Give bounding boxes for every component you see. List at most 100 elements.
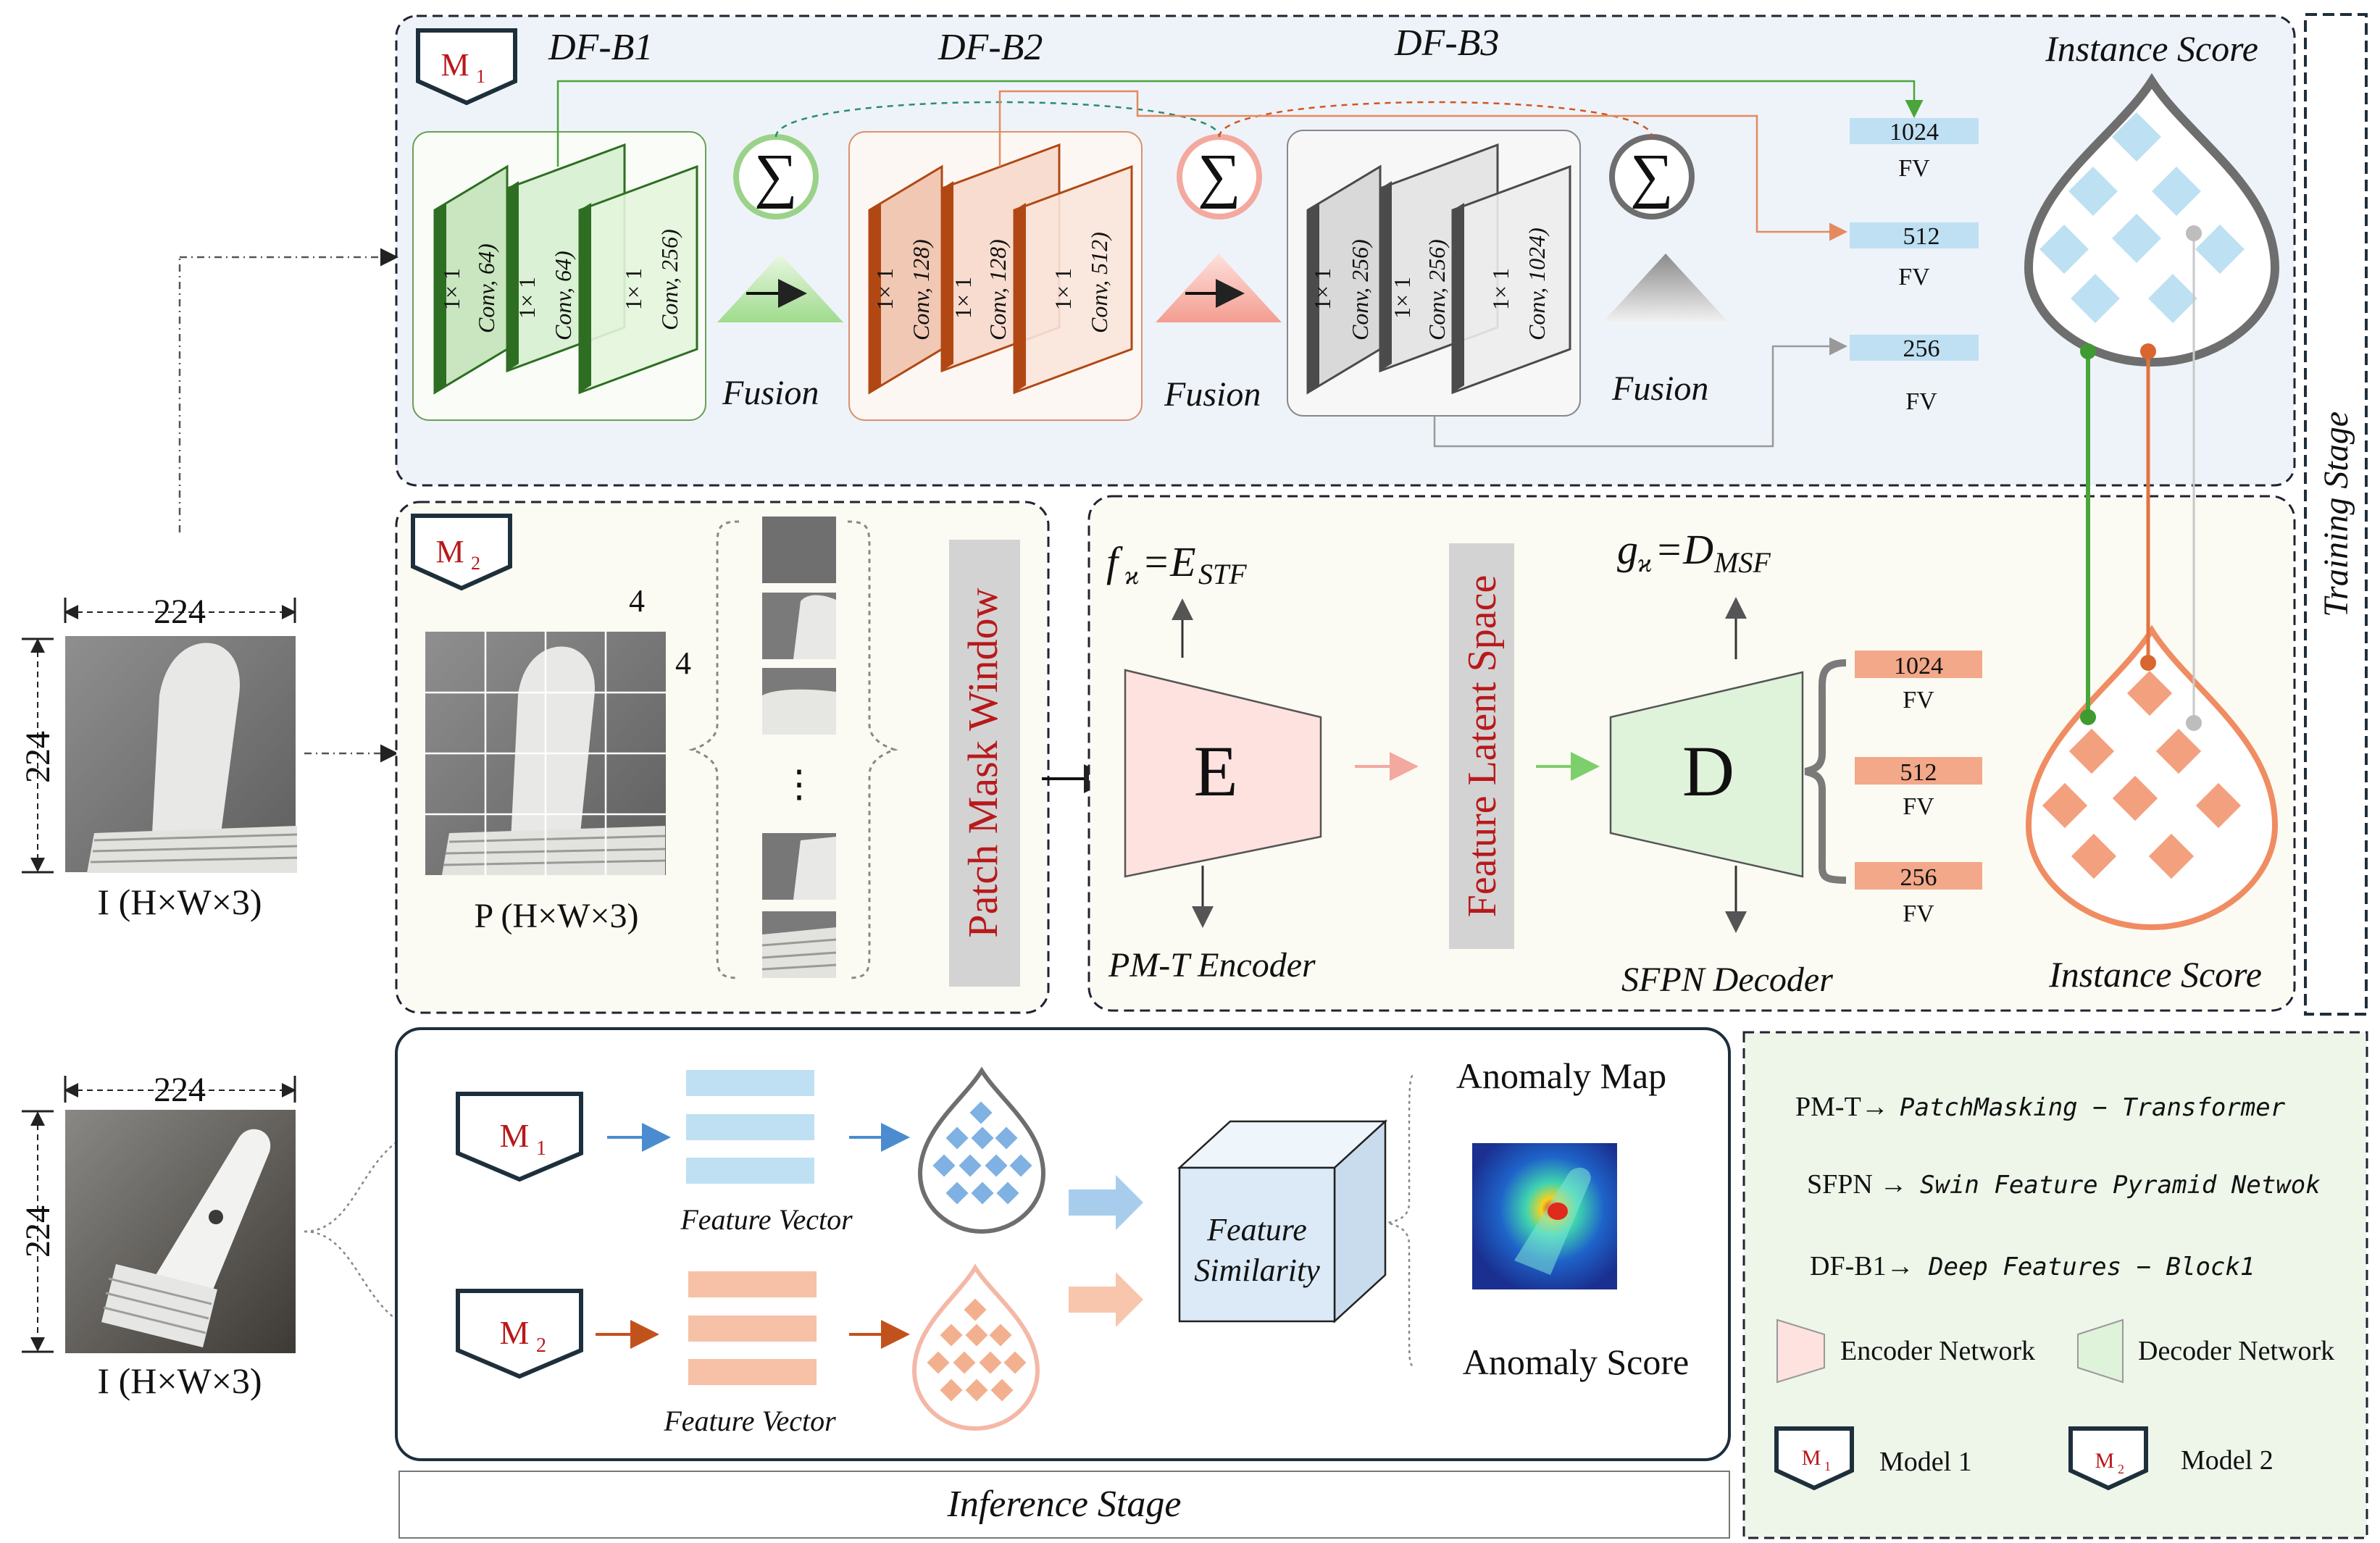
inference-m1-subscript: 1 — [536, 1137, 546, 1160]
conv-layer-b3-1: 1× 1 Conv, 256) — [1306, 164, 1382, 395]
m2-fv-512: 512 FV — [1855, 757, 1982, 820]
inference-drop-blue — [917, 1066, 1046, 1234]
blade-image-2 — [65, 1110, 296, 1353]
legend-dfb1-text: Deep Features − Block1 — [1928, 1253, 2255, 1281]
m1-fv-1024: 1024 FV — [1850, 118, 1979, 182]
inference-stage-bar: Inference Stage — [398, 1471, 1730, 1539]
m2-badge: M 2 — [411, 514, 512, 591]
input-image-label: I (H×W×3) — [97, 882, 262, 922]
inference-m2-badge: M 2 — [456, 1289, 583, 1379]
sum-node-2: ∑ — [1177, 134, 1262, 219]
m2-badge-letter: M — [435, 534, 464, 569]
conv-b2-3-size: 1× 1 — [1050, 268, 1076, 310]
inference-m1-badge: M 1 — [456, 1092, 583, 1182]
m2-fv-512-value: 512 — [1900, 759, 1937, 786]
inference-panel: M 1 M 2 Feature Vector Feature Vector — [395, 1027, 1731, 1461]
m1-fv-512-label: FV — [1898, 264, 1930, 290]
m1-badge-subscript: 1 — [476, 66, 485, 87]
blade-image-1 — [65, 636, 298, 873]
m1-fv-256: 256 FV — [1850, 335, 1979, 415]
sum-symbol-2: ∑ — [1198, 142, 1241, 209]
decoder-name: SFPN Decoder — [1621, 961, 1833, 999]
legend-model1-badge: M 1 — [1774, 1426, 1854, 1491]
decoder-fn-sub: ϰ — [1637, 548, 1652, 577]
m1-fv-256-value: 256 — [1903, 335, 1940, 362]
legend-dfb1-prefix: DF-B1→ — [1810, 1251, 1914, 1281]
sum-symbol-1: ∑ — [754, 142, 798, 209]
inference-fv-blue — [686, 1070, 814, 1184]
conv-b2-2-size: 1× 1 — [950, 277, 976, 319]
conv-layer-b2-3: 1× 1 Conv, 512) — [1013, 164, 1133, 395]
salmon-block-arrow — [1069, 1272, 1143, 1327]
input-width-label: 224 — [154, 593, 206, 631]
encoder-decoder-panel: f ϰ =E STF E PM-T Encoder Feature Latent… — [1087, 495, 2296, 1012]
m1-badge: M 1 — [416, 28, 517, 106]
conv-b3-2-label: Conv, 256) — [1424, 239, 1450, 340]
stage-title-dfb1: DF-B1 — [548, 27, 653, 68]
fv1024-route — [556, 80, 1924, 167]
m1-fv-512: 512 FV — [1850, 222, 1979, 290]
encoder-trapezoid: E — [1124, 669, 1322, 878]
conv-layer-b3-3: 1× 1 Conv, 1024) — [1451, 164, 1571, 395]
decoder-fn-eq: =D — [1655, 526, 1713, 573]
legend-model2-subscript: 2 — [2118, 1462, 2124, 1476]
patch-grid-image — [425, 632, 666, 875]
blue-block-arrow — [1069, 1175, 1143, 1230]
m1-fv-256-label: FV — [1905, 388, 1937, 415]
anomaly-score-label: Anomaly Score — [1463, 1342, 1689, 1382]
conv-b2-2-label: Conv, 128) — [985, 239, 1011, 340]
inference-to-m2-link — [304, 1230, 458, 1333]
conv-b3-3-size: 1× 1 — [1487, 268, 1513, 310]
legend-encoder-swatch — [1776, 1318, 1825, 1384]
conv-b2-1-size: 1× 1 — [872, 268, 898, 310]
skip-connection-1-2 — [774, 101, 1221, 138]
m1-fv-1024-label: FV — [1898, 155, 1930, 182]
inference-fv-salmon — [688, 1271, 817, 1385]
conv-b3-2-size: 1× 1 — [1389, 277, 1415, 319]
conv-layer-b1-1: 1× 1 Conv, 64) — [433, 164, 509, 395]
anomaly-map-label: Anomaly Map — [1456, 1055, 1666, 1096]
patch-image-label: P (H×W×3) — [475, 897, 639, 935]
fv512-route — [998, 90, 1847, 241]
conv-b1-1-size: 1× 1 — [438, 268, 464, 310]
sum-node-3: ∑ — [1609, 134, 1695, 219]
input-height-label: 224 — [19, 731, 57, 783]
stage-title-dfb2: DF-B2 — [938, 27, 1043, 68]
m2-fv-256-label: FV — [1903, 900, 1934, 927]
conv-b3-1-size: 1× 1 — [1309, 268, 1335, 310]
decoder-trapezoid: D — [1609, 671, 1804, 878]
conv-b1-3-size: 1× 1 — [620, 268, 646, 310]
inference-width-label: 224 — [154, 1071, 206, 1109]
grid-cols-label: 4 — [629, 583, 645, 619]
latent-space-label: Feature Latent Space — [1460, 575, 1505, 918]
conv-b1-2-size: 1× 1 — [514, 277, 540, 319]
conv-b2-3-label: Conv, 512) — [1086, 232, 1112, 333]
stage-title-dfb3: DF-B3 — [1394, 22, 1499, 64]
skip-connection-2-3 — [1218, 101, 1653, 138]
feature-latent-space: Feature Latent Space — [1449, 543, 1514, 949]
patch-brace-left — [688, 520, 740, 979]
legend-encoder-label: Encoder Network — [1840, 1336, 2035, 1366]
encoder-fn-eq-sub: STF — [1198, 558, 1247, 590]
decoder-function: g ϰ =D MSF — [1617, 526, 1771, 579]
conv-b2-1-label: Conv, 128) — [908, 239, 934, 340]
decoder-fn-name: g — [1617, 526, 1638, 573]
patch-mask-window: Patch Mask Window — [949, 540, 1020, 987]
encoder-fn-eq: =E — [1142, 538, 1196, 585]
m1-instance-score-title: Instance Score — [2045, 28, 2258, 69]
df-b3-block: 1× 1 Conv, 256) 1× 1 Conv, 256) 1× 1 Con… — [1287, 130, 1581, 417]
m2-fv-1024: 1024 FV — [1855, 651, 1982, 714]
inference-m2-letter: M — [500, 1314, 530, 1351]
fusion-triangle-3 — [1603, 254, 1729, 322]
fv256-route — [1433, 337, 1847, 448]
m2-instance-score-title: Instance Score — [2048, 954, 2262, 995]
feature-vector-label-2: Feature Vector — [663, 1405, 836, 1437]
legend-sfpn-prefix: SFPN → — [1807, 1169, 1907, 1200]
encoder-letter: E — [1193, 731, 1237, 811]
m1-feature-panel: M 1 DF-B1 DF-B2 DF-B3 1× 1 Conv, 64) 1× … — [395, 14, 2296, 487]
legend-sfpn-text: Swin Feature Pyramid Netwok — [1920, 1171, 2321, 1200]
inference-height-label: 224 — [19, 1205, 57, 1258]
m1-instance-score-drop — [2024, 72, 2280, 367]
sum-node-1: ∑ — [733, 134, 819, 219]
